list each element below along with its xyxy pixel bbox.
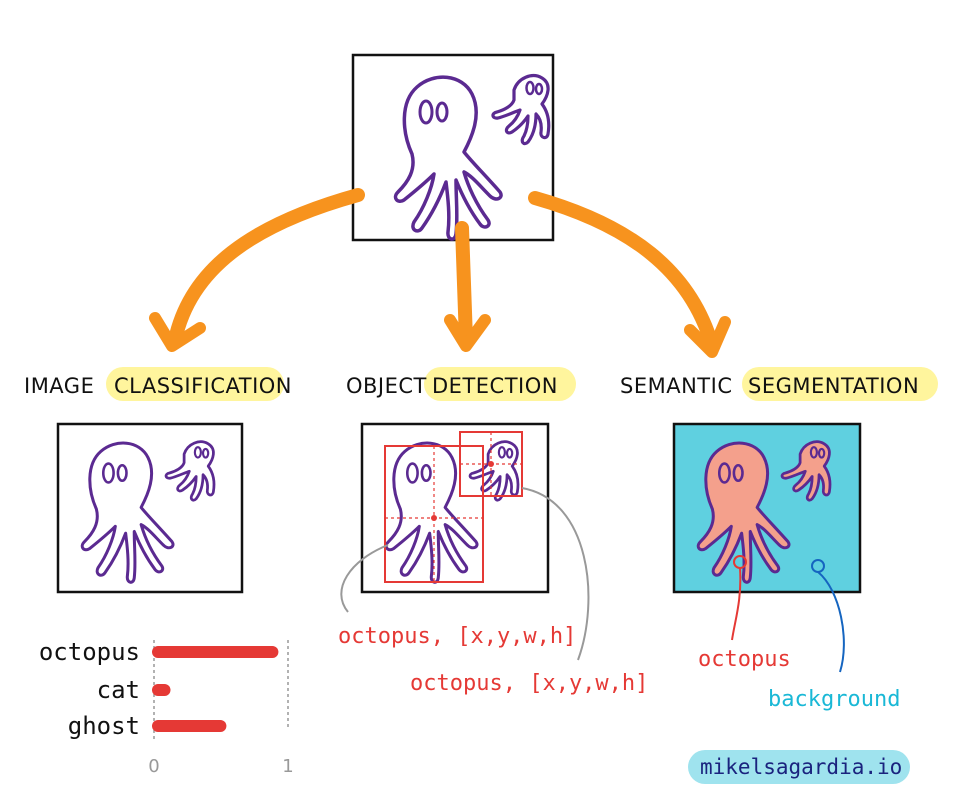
heading-segmentation: SEMANTIC SEGMENTATION [620,367,938,401]
detection-image [360,422,550,594]
heading-highlight: SEGMENTATION [748,374,919,398]
segmentation-label-background: background [768,687,900,712]
class-label: ghost [68,712,140,740]
source-image [351,53,555,242]
class-label: cat [97,676,140,704]
heading-highlight: DETECTION [432,374,558,398]
arrow-middle [455,221,473,347]
arrow-left [168,188,365,347]
detection-label-1: octopus, [x,y,w,h] [338,624,576,649]
arrow-right [528,191,719,352]
segmentation-label-object: octopus [698,647,791,672]
axis-tick-label: 1 [282,756,293,777]
class-label: octopus [39,638,140,666]
classification-bar-chart: octopus cat ghost 0 1 [39,638,294,777]
heading-classification: IMAGE CLASSIFICATION [24,367,292,401]
segmentation-leader-lines [731,567,845,673]
detection-leader-lines [340,487,590,661]
heading-prefix: IMAGE [24,374,94,398]
detection-label-2: octopus, [x,y,w,h] [410,671,648,696]
heading-highlight: CLASSIFICATION [114,374,292,398]
arrowheads [149,312,731,358]
axis-tick-label: 0 [148,756,159,777]
arrows [168,188,719,352]
heading-prefix: SEMANTIC [620,374,732,398]
classification-image [56,422,244,594]
credit-text: mikelsagardia.io [700,755,902,779]
heading-detection: OBJECT DETECTION [346,367,576,401]
credit-badge: mikelsagardia.io [688,750,910,784]
segmentation-image [672,422,862,594]
heading-prefix: OBJECT [346,374,427,398]
